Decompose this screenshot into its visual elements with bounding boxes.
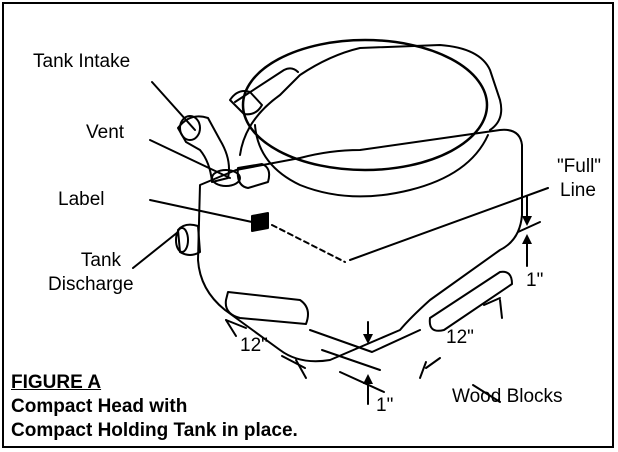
intake-pipe [177,115,230,183]
label-tank-intake: Tank Intake [33,51,131,72]
wood-block-right [428,270,513,332]
dimension-1-bottom: 1" [376,395,394,416]
label-wood-blocks: Wood Blocks [452,386,563,407]
dimension-1-right: 1" [526,270,544,291]
label-box [251,212,269,232]
hinge [229,90,263,116]
label-full-line-1: "Full" [556,156,602,177]
bowl-base [239,44,503,156]
dimension-12-right: 12" [446,327,474,348]
vent-fitting [236,163,271,189]
label-tank-discharge-line1: Tank [80,250,122,271]
tank-body [197,128,523,363]
toilet-seat-lid [241,38,489,172]
caption-line2: Compact Holding Tank in place. [11,420,298,441]
label-label: Label [58,189,105,210]
label-vent: Vent [86,122,125,143]
seat-edge [254,124,489,198]
dimension-12-left: 12" [240,335,268,356]
caption-line1: Compact Head with [11,396,188,417]
wood-block-left [224,291,309,325]
figure-title: FIGURE A [11,372,102,393]
label-tank-discharge-line2: Discharge [48,274,134,295]
discharge-pipe [177,223,201,256]
label-full-line-2: Line [560,180,596,201]
figure-frame [2,2,614,448]
